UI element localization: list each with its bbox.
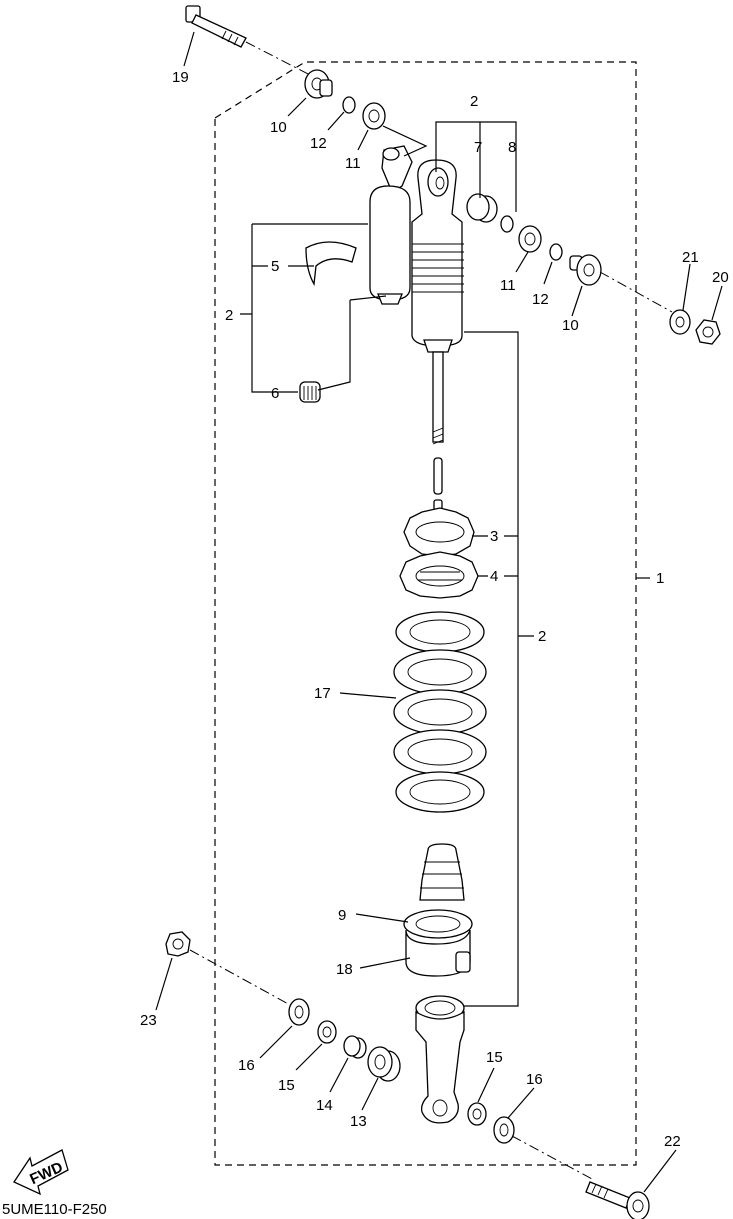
callout-4: 4 [490, 568, 498, 585]
callout-17: 17 [314, 685, 331, 702]
callout-19: 19 [172, 69, 189, 86]
callout-15-right: 15 [486, 1049, 503, 1066]
bush-7[interactable] [466, 193, 498, 223]
callout-13: 13 [350, 1113, 367, 1130]
callout-20: 20 [712, 269, 729, 286]
fwd-label: FWD [27, 1159, 65, 1188]
piston-rod[interactable] [432, 351, 444, 527]
washer-16-left[interactable] [288, 998, 310, 1026]
nut-20[interactable] [695, 319, 721, 345]
callout-14: 14 [316, 1097, 333, 1114]
ring-nut-4[interactable] [399, 551, 479, 599]
callout-1: 1 [656, 570, 664, 587]
valve-cap-6[interactable] [299, 381, 321, 403]
callout-15-left: 15 [278, 1077, 295, 1094]
reservoir-tank[interactable] [369, 145, 413, 305]
o-ring-12-right[interactable] [549, 243, 563, 261]
callout-18: 18 [336, 961, 353, 978]
callout-12-left: 12 [310, 135, 327, 152]
shock-body[interactable] [411, 159, 464, 353]
lower-bracket[interactable] [415, 995, 465, 1124]
collar-10-left[interactable] [304, 69, 333, 99]
washer-21[interactable] [669, 309, 691, 335]
washer-16-right[interactable] [493, 1116, 595, 1181]
ring-8[interactable] [500, 215, 514, 233]
callout-8: 8 [508, 139, 516, 156]
callout-21: 21 [682, 249, 699, 266]
o-ring-12-left[interactable] [342, 96, 356, 114]
callout-9: 9 [338, 907, 346, 924]
spring-seat-9[interactable] [403, 909, 473, 939]
bearing-13[interactable] [367, 1046, 401, 1082]
callout-3: 3 [490, 528, 498, 545]
spring-17[interactable] [393, 611, 487, 813]
bearing-11-right[interactable] [518, 225, 542, 253]
bush-14[interactable] [343, 1035, 367, 1059]
callout-2-right: 2 [538, 628, 546, 645]
callout-7: 7 [474, 139, 482, 156]
callout-16-left: 16 [238, 1057, 255, 1074]
callout-23: 23 [140, 1012, 157, 1029]
fwd-arrow-icon: FWD [13, 1149, 69, 1196]
callout-11-right: 11 [500, 277, 516, 294]
nut-23[interactable] [165, 931, 293, 1007]
callout-labels: 19 10 12 11 2 7 8 11 12 10 21 20 5 2 6 3… [140, 69, 729, 1150]
callout-11-left: 11 [345, 155, 361, 172]
callout-16-right: 16 [526, 1071, 543, 1088]
collar-10-right[interactable] [569, 254, 673, 313]
ring-nut-3[interactable] [403, 507, 475, 557]
callout-5: 5 [271, 258, 279, 275]
callout-10-right: 10 [562, 317, 579, 334]
bolt-19[interactable] [185, 5, 313, 77]
collar-15-right[interactable] [467, 1102, 487, 1126]
bearing-11-left[interactable] [362, 102, 386, 130]
collar-15-left[interactable] [317, 1020, 337, 1044]
callout-12-right: 12 [532, 291, 549, 308]
diagram-code: 5UME110-F250 [2, 1201, 107, 1218]
bolt-22[interactable] [585, 1181, 650, 1219]
callout-2-top: 2 [470, 93, 478, 110]
bump-stopper[interactable] [419, 843, 465, 901]
callout-6: 6 [271, 385, 279, 402]
callout-2-left: 2 [225, 307, 233, 324]
assembly-boundary [214, 61, 637, 1166]
callout-22: 22 [664, 1133, 681, 1150]
callout-10-left: 10 [270, 119, 287, 136]
stopper-18[interactable] [405, 929, 471, 977]
leader-lines [155, 31, 723, 1193]
clip-5[interactable] [305, 241, 357, 287]
